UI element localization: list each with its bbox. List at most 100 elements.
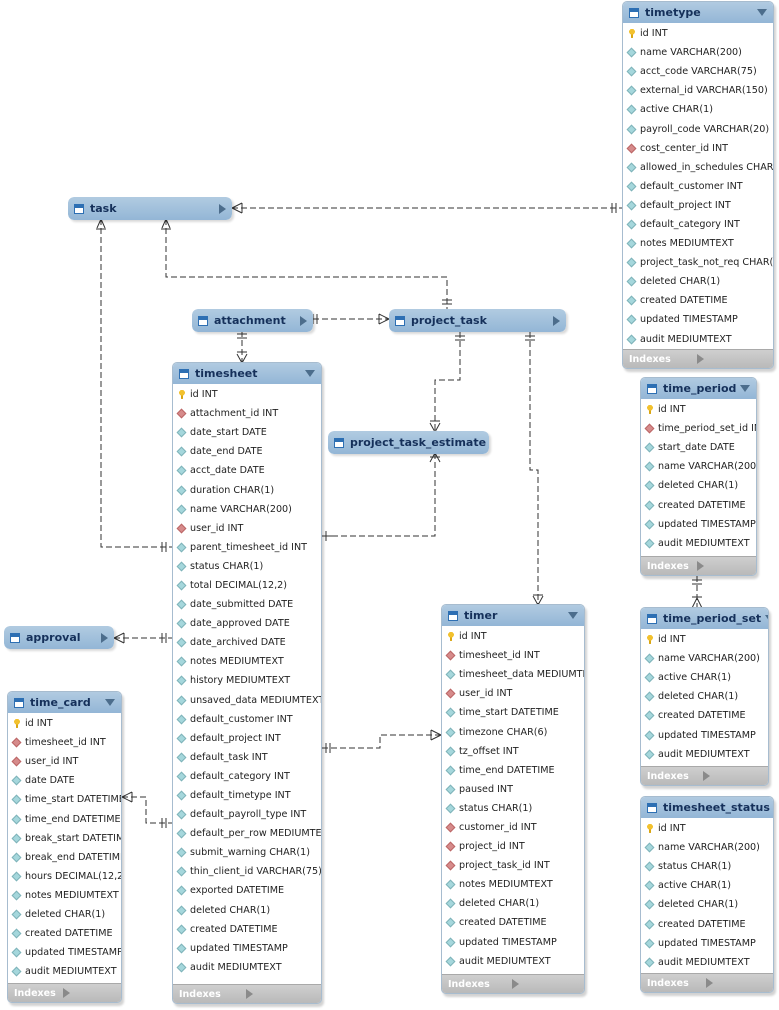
table-header[interactable]: timesheet [173, 363, 321, 384]
column-row[interactable]: history MEDIUMTEXT [173, 671, 321, 690]
column-row[interactable]: timesheet_id INT [442, 646, 584, 665]
column-row[interactable]: date_approved DATE [173, 614, 321, 633]
expand-arrow-icon[interactable] [703, 771, 762, 781]
column-row[interactable]: cost_center_id INT [623, 139, 773, 158]
column-row[interactable]: status CHAR(1) [173, 557, 321, 576]
column-row[interactable]: time_period_set_id INT [641, 419, 756, 438]
column-row[interactable]: project_task_not_req CHAR(1) [623, 253, 773, 272]
indexes-bar[interactable]: Indexes [641, 556, 756, 575]
column-row[interactable]: customer_id INT [442, 818, 584, 837]
column-row[interactable]: active CHAR(1) [623, 100, 773, 119]
column-row[interactable]: audit MEDIUMTEXT [8, 962, 121, 981]
expand-arrow-icon[interactable] [245, 989, 316, 999]
table-header[interactable]: timer [442, 605, 584, 626]
column-row[interactable]: project_task_id INT [442, 856, 584, 875]
column-row[interactable]: created DATETIME [8, 924, 121, 943]
column-row[interactable]: tz_offset INT [442, 742, 584, 761]
column-row[interactable]: default_project INT [173, 729, 321, 748]
column-row[interactable]: attachment_id INT [173, 404, 321, 423]
column-row[interactable]: project_id INT [442, 837, 584, 856]
column-row[interactable]: timesheet_data MEDIUMTEXT [442, 665, 584, 684]
column-row[interactable]: audit MEDIUMTEXT [641, 745, 768, 764]
column-row[interactable]: updated TIMESTAMP [641, 515, 756, 534]
column-row[interactable]: deleted CHAR(1) [623, 272, 773, 291]
column-row[interactable]: timezone CHAR(6) [442, 722, 584, 741]
column-row[interactable]: default_timetype INT [173, 786, 321, 805]
column-row[interactable]: payroll_code VARCHAR(20) [623, 119, 773, 138]
column-row[interactable]: updated TIMESTAMP [623, 310, 773, 329]
column-row[interactable]: status CHAR(1) [442, 799, 584, 818]
table-header[interactable]: time_card [8, 692, 121, 713]
expand-arrow-icon[interactable] [219, 203, 226, 214]
column-row[interactable]: audit MEDIUMTEXT [442, 952, 584, 971]
table-header[interactable]: timesheet_status [641, 797, 773, 818]
column-row[interactable]: created DATETIME [442, 913, 584, 932]
collapse-arrow-icon[interactable] [757, 9, 767, 16]
table-attachment[interactable]: attachment [192, 309, 313, 332]
column-row[interactable]: id INT [442, 627, 584, 646]
column-row[interactable]: deleted CHAR(1) [8, 905, 121, 924]
column-row[interactable]: default_customer INT [173, 710, 321, 729]
column-row[interactable]: created DATETIME [641, 495, 756, 514]
table-approval[interactable]: approval [4, 626, 114, 649]
table-project-task[interactable]: project_task [389, 309, 566, 332]
column-row[interactable]: updated TIMESTAMP [641, 934, 773, 953]
collapse-arrow-icon[interactable] [568, 612, 578, 619]
expand-arrow-icon[interactable] [63, 988, 115, 998]
column-row[interactable]: id INT [8, 714, 121, 733]
column-row[interactable]: break_end DATETIME [8, 848, 121, 867]
indexes-bar[interactable]: Indexes [641, 973, 773, 992]
column-row[interactable]: created DATETIME [641, 706, 768, 725]
column-row[interactable]: time_start DATETIME [8, 790, 121, 809]
collapse-arrow-icon[interactable] [305, 370, 315, 377]
column-row[interactable]: id INT [173, 385, 321, 404]
column-row[interactable]: time_end DATETIME [442, 761, 584, 780]
column-row[interactable]: start_date DATE [641, 438, 756, 457]
column-row[interactable]: acct_code VARCHAR(75) [623, 62, 773, 81]
column-row[interactable]: audit MEDIUMTEXT [623, 330, 773, 349]
expand-arrow-icon[interactable] [696, 354, 768, 364]
column-row[interactable]: hours DECIMAL(12,2) [8, 867, 121, 886]
column-row[interactable]: user_id INT [442, 684, 584, 703]
column-row[interactable]: id INT [641, 630, 768, 649]
column-row[interactable]: name VARCHAR(200) [641, 649, 768, 668]
column-row[interactable]: total DECIMAL(12,2) [173, 576, 321, 595]
column-row[interactable]: date DATE [8, 771, 121, 790]
column-row[interactable]: deleted CHAR(1) [641, 476, 756, 495]
expand-arrow-icon[interactable] [511, 979, 579, 989]
column-row[interactable]: deleted CHAR(1) [641, 895, 773, 914]
expand-arrow-icon[interactable] [553, 315, 560, 326]
indexes-bar[interactable]: Indexes [173, 984, 321, 1003]
column-row[interactable]: audit MEDIUMTEXT [173, 958, 321, 977]
column-row[interactable]: id INT [641, 819, 773, 838]
column-row[interactable]: time_end DATETIME [8, 809, 121, 828]
column-row[interactable]: updated TIMESTAMP [442, 933, 584, 952]
column-row[interactable]: created DATETIME [623, 291, 773, 310]
column-row[interactable]: date_end DATE [173, 442, 321, 461]
column-row[interactable]: user_id INT [173, 519, 321, 538]
table-header[interactable]: time_period [641, 378, 756, 399]
column-row[interactable]: default_task INT [173, 748, 321, 767]
column-row[interactable]: deleted CHAR(1) [173, 901, 321, 920]
column-row[interactable]: created DATETIME [641, 914, 773, 933]
column-row[interactable]: submit_warning CHAR(1) [173, 843, 321, 862]
column-row[interactable]: external_id VARCHAR(150) [623, 81, 773, 100]
table-task[interactable]: task [68, 197, 232, 220]
column-row[interactable]: thin_client_id VARCHAR(75) [173, 862, 321, 881]
column-row[interactable]: default_category INT [623, 215, 773, 234]
column-row[interactable]: id INT [623, 24, 773, 43]
collapse-arrow-icon[interactable] [740, 385, 751, 392]
column-row[interactable]: default_customer INT [623, 177, 773, 196]
column-row[interactable]: paused INT [442, 780, 584, 799]
column-row[interactable]: default_per_row MEDIUMTEXT [173, 824, 321, 843]
column-row[interactable]: name VARCHAR(200) [641, 457, 756, 476]
collapse-arrow-icon[interactable] [105, 699, 115, 706]
column-row[interactable]: notes MEDIUMTEXT [442, 875, 584, 894]
column-row[interactable]: unsaved_data MEDIUMTEXT [173, 691, 321, 710]
column-row[interactable]: name VARCHAR(200) [641, 838, 773, 857]
